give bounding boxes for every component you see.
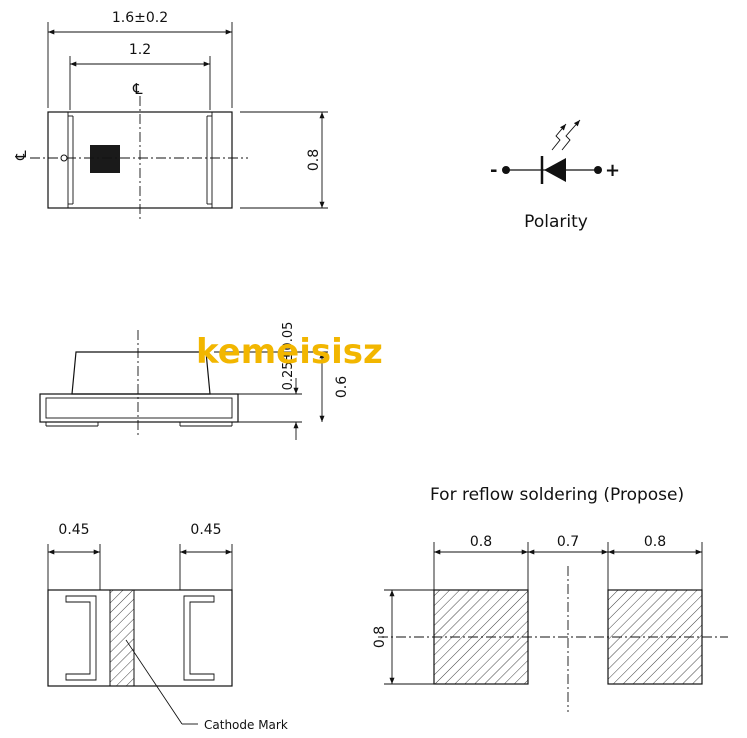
polarity-label: Polarity <box>524 212 588 232</box>
bottom-view: 0.45 0.45 Cathode Mark <box>47 522 288 732</box>
dim-pad-gap: 0.7 <box>557 534 579 550</box>
terminal-dot <box>594 166 602 174</box>
side-view: 0.25±0.05 0.6 <box>39 322 350 440</box>
dim-pad-width-left: 0.8 <box>470 534 492 550</box>
solder-footprint: For reflow soldering (Propose) 0.8 0.7 0… <box>372 485 728 712</box>
dim-overall-length: 1.6±0.2 <box>112 10 168 26</box>
dim-right-pad: 0.45 <box>190 522 221 538</box>
cathode-mark-label: Cathode Mark <box>204 718 288 732</box>
footprint-title: For reflow soldering (Propose) <box>430 485 684 505</box>
watermark-text: kemeisisz <box>196 332 383 372</box>
dim-inner-length: 1.2 <box>129 42 151 58</box>
dim-width: 0.8 <box>306 149 322 171</box>
terminal-dot <box>502 166 510 174</box>
dim-pad-height: 0.8 <box>372 626 388 648</box>
centerline-symbol: ℄ <box>132 80 143 98</box>
dim-terminal-height: 0.25±0.05 <box>281 322 296 391</box>
top-view: 1.6±0.2 1.2 ℄ ℄ 0.8 <box>12 10 328 222</box>
dim-total-height: 0.6 <box>334 376 350 398</box>
lens-body <box>71 351 211 395</box>
polarity-plus: + <box>605 160 620 181</box>
polarity-symbol: - + Polarity <box>490 119 620 232</box>
cathode-mark <box>109 589 135 687</box>
centerline-symbol: ℄ <box>12 150 30 161</box>
light-arrow-icon <box>551 123 567 151</box>
light-arrow-icon <box>561 119 581 151</box>
dim-left-pad: 0.45 <box>58 522 89 538</box>
dim-pad-width-right: 0.8 <box>644 534 666 550</box>
cathode-pad-outline <box>65 595 97 681</box>
package-bottom <box>47 589 233 687</box>
diode-triangle-icon <box>544 158 566 182</box>
anode-pad-outline <box>183 595 215 681</box>
led-chip <box>90 145 120 173</box>
polarity-minus: - <box>490 160 497 181</box>
substrate <box>39 393 239 423</box>
